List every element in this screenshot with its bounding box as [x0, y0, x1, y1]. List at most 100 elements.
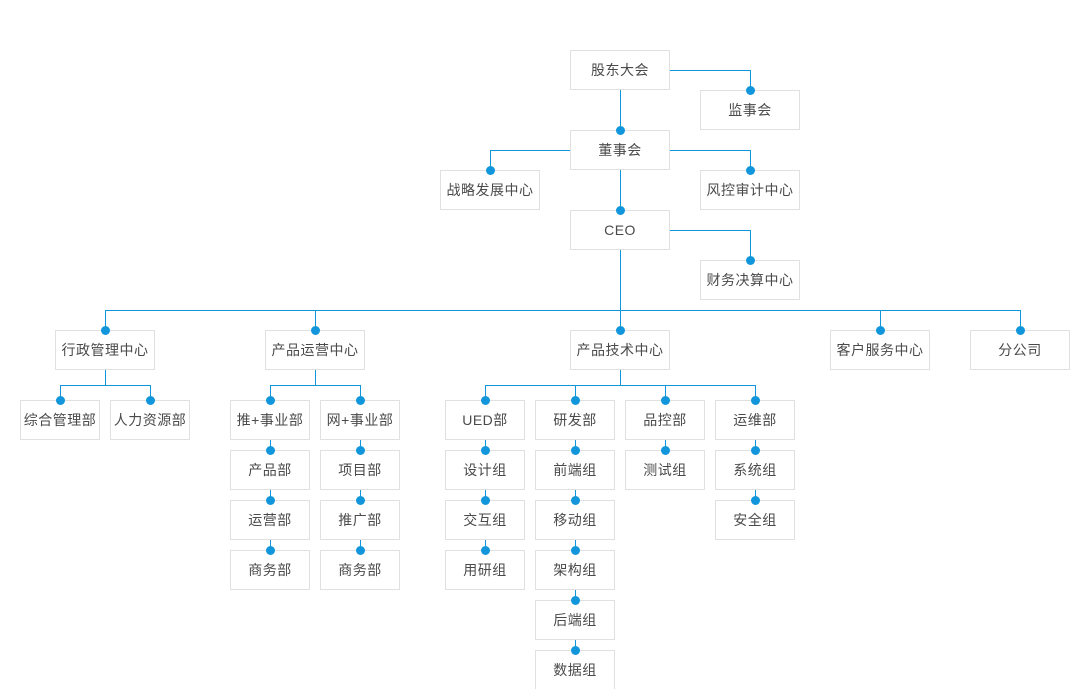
org-node-label: 研发部 [553, 411, 597, 428]
org-node-用研组[interactable]: 用研组 [445, 550, 525, 590]
org-node-运营部[interactable]: 运营部 [230, 500, 310, 540]
org-node-品控部[interactable]: 品控部 [625, 400, 705, 440]
org-node-移动组[interactable]: 移动组 [535, 500, 615, 540]
connector-bus-drop-n24 [665, 385, 666, 400]
connector-dot-n9 [615, 325, 625, 335]
connector-bus-drop-n8 [315, 310, 316, 330]
org-node-商务部[interactable]: 商务部 [230, 550, 310, 590]
connector-dot-n17 [355, 445, 365, 455]
connector-bus-drop-n25 [755, 385, 756, 400]
org-node-财务决算中心[interactable]: 财务决算中心 [700, 260, 800, 300]
org-node-测试组[interactable]: 测试组 [625, 450, 705, 490]
org-node-设计组[interactable]: 设计组 [445, 450, 525, 490]
connector-n2-n4-drop [750, 150, 751, 170]
org-node-推+事业部[interactable]: 推+事业部 [230, 400, 310, 440]
connector-dot-n32 [750, 495, 760, 505]
org-node-label: 测试组 [643, 461, 687, 478]
org-node-安全组[interactable]: 安全组 [715, 500, 795, 540]
org-node-label: 推+事业部 [236, 411, 304, 428]
org-node-产品部[interactable]: 产品部 [230, 450, 310, 490]
org-node-label: 产品部 [248, 461, 292, 478]
connector-dot-n24 [660, 395, 670, 405]
org-node-label: 网+事业部 [326, 411, 394, 428]
connector-dot-n16 [265, 445, 275, 455]
org-node-网+事业部[interactable]: 网+事业部 [320, 400, 400, 440]
org-node-产品运营中心[interactable]: 产品运营中心 [265, 330, 365, 370]
org-node-label: 前端组 [553, 461, 597, 478]
connector-dot-n30 [480, 495, 490, 505]
org-node-系统组[interactable]: 系统组 [715, 450, 795, 490]
connector-dot-n22 [480, 395, 490, 405]
connector-n19-n21 [360, 540, 361, 550]
connector-dot-n20 [265, 545, 275, 555]
org-node-战略发展中心[interactable]: 战略发展中心 [440, 170, 540, 210]
connector-dot-n29 [750, 445, 760, 455]
org-node-研发部[interactable]: 研发部 [535, 400, 615, 440]
org-node-数据组[interactable]: 数据组 [535, 650, 615, 689]
connector-n30-n33 [485, 540, 486, 550]
org-node-架构组[interactable]: 架构组 [535, 550, 615, 590]
connector-n0-n1 [670, 70, 750, 71]
org-node-综合管理部[interactable]: 综合管理部 [20, 400, 100, 440]
connector-dot-n25 [750, 395, 760, 405]
org-node-产品技术中心[interactable]: 产品技术中心 [570, 330, 670, 370]
org-node-ued部[interactable]: UED部 [445, 400, 525, 440]
org-node-label: UED部 [462, 411, 508, 428]
org-node-ceo[interactable]: CEO [570, 210, 670, 250]
connector-n35-n36 [575, 640, 576, 650]
connector-bus-drop-n7 [105, 310, 106, 330]
connector-n5-n6-drop [750, 230, 751, 260]
connector-dot-n33 [480, 545, 490, 555]
org-node-后端组[interactable]: 后端组 [535, 600, 615, 640]
connector-bus-drop-n10 [880, 310, 881, 330]
org-node-董事会[interactable]: 董事会 [570, 130, 670, 170]
org-node-风控审计中心[interactable]: 风控审计中心 [700, 170, 800, 210]
connector-bus-drop-n13 [150, 385, 151, 400]
connector-n9-bus [620, 370, 621, 385]
org-node-运维部[interactable]: 运维部 [715, 400, 795, 440]
org-node-前端组[interactable]: 前端组 [535, 450, 615, 490]
org-node-推广部[interactable]: 推广部 [320, 500, 400, 540]
org-node-交互组[interactable]: 交互组 [445, 500, 525, 540]
org-node-股东大会[interactable]: 股东大会 [570, 50, 670, 90]
connector-bus-drop-n22 [485, 385, 486, 400]
org-node-label: 产品运营中心 [271, 341, 359, 358]
connector-n2-n3 [490, 150, 570, 151]
connector-bus-n7 [60, 385, 150, 386]
connector-n26-n30 [485, 490, 486, 500]
connector-dot-n4 [745, 165, 755, 175]
connector-dot-n35 [570, 595, 580, 605]
org-node-label: 交互组 [463, 511, 507, 528]
org-node-分公司[interactable]: 分公司 [970, 330, 1070, 370]
connector-dot-n8 [310, 325, 320, 335]
org-node-label: 项目部 [338, 461, 382, 478]
org-node-label: 客户服务中心 [836, 341, 924, 358]
connector-n34-n35 [575, 590, 576, 600]
connector-n8-bus [315, 370, 316, 385]
org-node-label: 产品技术中心 [576, 341, 664, 358]
connector-dot-n14 [265, 395, 275, 405]
connector-dot-n19 [355, 495, 365, 505]
org-node-label: 分公司 [998, 341, 1042, 358]
connector-n27-n31 [575, 490, 576, 500]
connector-n16-n18 [270, 490, 271, 500]
connector-dot-n5 [615, 205, 625, 215]
connector-dot-n13 [145, 395, 155, 405]
connector-n29-n32 [755, 490, 756, 500]
connector-bus-drop-n23 [575, 385, 576, 400]
org-node-label: 移动组 [553, 511, 597, 528]
org-node-商务部[interactable]: 商务部 [320, 550, 400, 590]
connector-bus-drop-n9 [620, 310, 621, 330]
connector-n5-bus [620, 250, 621, 310]
org-node-人力资源部[interactable]: 人力资源部 [110, 400, 190, 440]
org-node-监事会[interactable]: 监事会 [700, 90, 800, 130]
org-node-label: 董事会 [598, 141, 642, 158]
connector-n2-n4 [670, 150, 750, 151]
org-node-label: 行政管理中心 [61, 341, 149, 358]
connector-n14-n16 [270, 440, 271, 450]
org-node-客户服务中心[interactable]: 客户服务中心 [830, 330, 930, 370]
connector-n23-n27 [575, 440, 576, 450]
org-node-项目部[interactable]: 项目部 [320, 450, 400, 490]
org-node-label: 推广部 [338, 511, 382, 528]
org-node-行政管理中心[interactable]: 行政管理中心 [55, 330, 155, 370]
